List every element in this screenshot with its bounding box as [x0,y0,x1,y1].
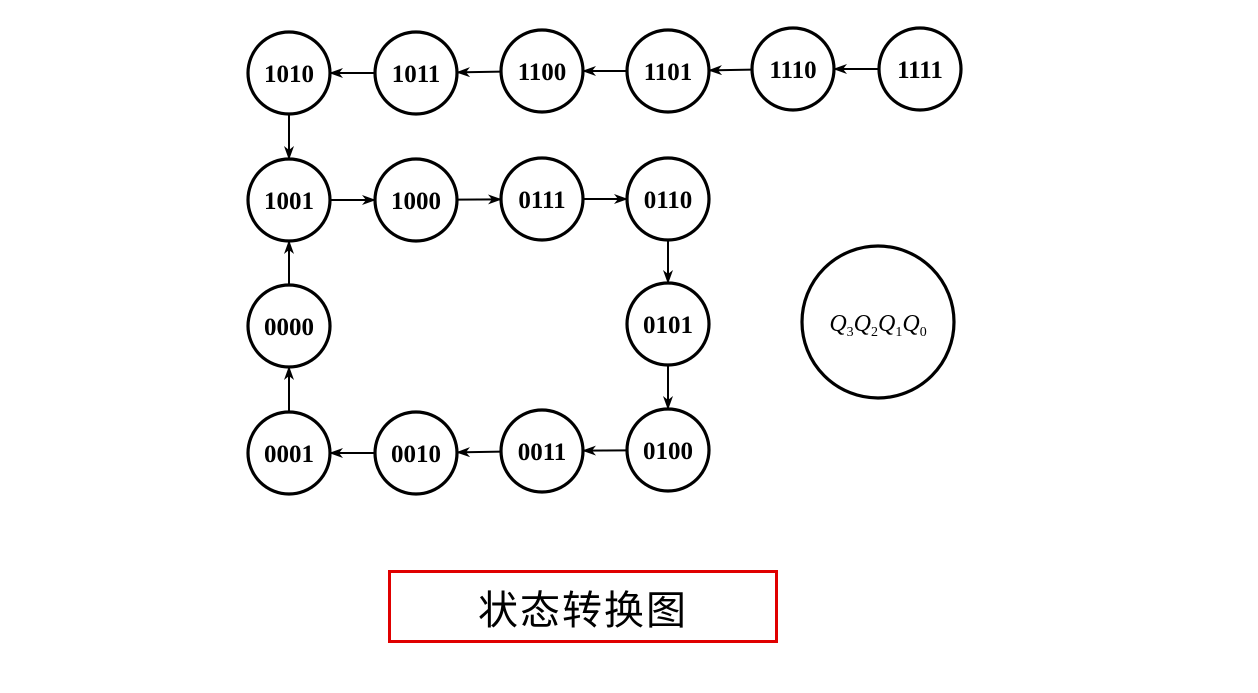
state-node-1100: 1100 [499,28,585,114]
state-node-1000: 1000 [373,157,459,243]
state-node-1101: 1101 [625,28,711,114]
legend-variable-subscript: 0 [920,325,927,340]
state-label: 0110 [644,187,693,214]
state-circle [750,26,836,112]
caption-box: 状态转换图 [388,570,778,643]
state-label: 0000 [264,314,314,341]
state-label: 0111 [518,187,565,214]
state-circle [373,157,459,243]
state-circle [499,28,585,114]
state-circle [246,283,332,369]
state-label: 1101 [644,59,693,86]
transition-arrow [455,447,502,458]
state-circle [246,410,332,496]
state-label: 0100 [643,438,693,465]
state-node-0001: 0001 [246,410,332,496]
state-node-0111: 0111 [499,156,585,242]
state-node-0010: 0010 [373,410,459,496]
state-circle [877,26,963,112]
state-circle [625,28,711,114]
state-node-0110: 0110 [625,156,711,242]
state-label: 1010 [264,61,314,88]
legend-variable-letter: Q [902,311,919,337]
transition-arrow [707,65,753,76]
state-node-0101: 0101 [625,281,711,367]
state-node-0100: 0100 [625,407,711,493]
state-label: 1111 [897,57,943,84]
state-node-0011: 0011 [499,408,585,494]
state-circle [373,30,459,116]
state-node-0000: 0000 [246,283,332,369]
state-circle [625,407,711,493]
state-label: 1001 [264,188,314,215]
state-circle [246,30,332,116]
legend-variable-subscript: 3 [847,325,854,340]
state-label: 1110 [769,57,816,84]
caption-title: 状态转换图 [478,587,688,634]
legend-circle [800,244,956,400]
state-circle [625,281,711,367]
state-circle [373,410,459,496]
state-node-1001: 1001 [246,157,332,243]
legend-variables: Q3Q2Q1Q0 [829,311,926,340]
legend-variable-letter: Q [854,311,871,337]
legend-variable-subscript: 1 [895,325,902,340]
state-circle [499,156,585,242]
state-label: 1011 [392,61,441,88]
legend-variable-letter: Q [878,311,895,337]
state-node-1011: 1011 [373,30,459,116]
state-node-1111: 1111 [877,26,963,112]
state-circle [499,408,585,494]
state-label: 1100 [518,59,567,86]
state-label: 0101 [643,312,693,339]
state-node-1010: 1010 [246,30,332,116]
transition-arrows [284,64,879,458]
state-circle [625,156,711,242]
state-label: 1000 [391,188,441,215]
state-label: 0011 [518,439,567,466]
transition-arrow [455,67,502,78]
state-node-1110: 1110 [750,26,836,112]
legend-variable-letter: Q [829,311,846,337]
state-label: 0010 [391,441,441,468]
state-legend: Q3Q2Q1Q0 [800,244,956,400]
state-label: 0001 [264,441,314,468]
state-circle [246,157,332,243]
legend-variable-subscript: 2 [871,325,878,340]
